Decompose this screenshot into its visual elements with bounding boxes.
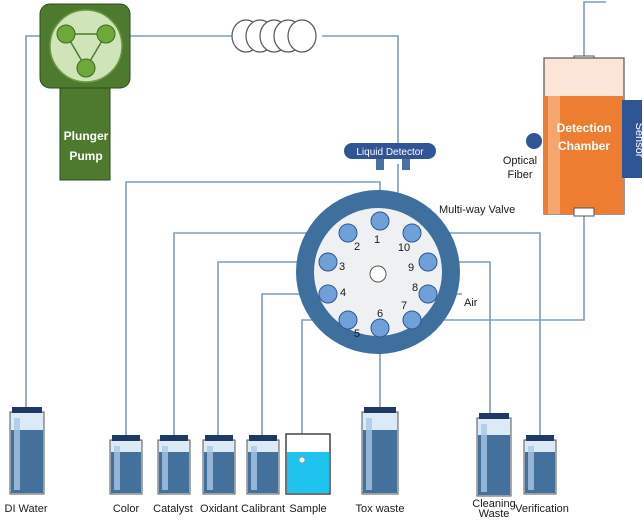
- tube-chamber-top: [583, 1, 606, 58]
- tube-coil-to-detector: [322, 35, 399, 148]
- valve-port-label-10: 10: [398, 242, 410, 254]
- valve-center-port: [369, 265, 387, 283]
- valve-title: Multi-way Valve: [439, 204, 515, 216]
- tube-oxidant: [217, 261, 328, 440]
- coil: [231, 19, 317, 53]
- pump-label-2: Pump: [69, 149, 102, 163]
- bottle-color: [109, 435, 143, 495]
- pump-roller-2: [96, 24, 116, 44]
- liquid-detector-box: [344, 143, 436, 159]
- tube-verification: [412, 232, 541, 440]
- label-color: Color: [113, 503, 140, 515]
- pump-roller-1: [56, 24, 76, 44]
- valve-port-7: [402, 310, 422, 330]
- optical-fiber-dot: [526, 133, 542, 149]
- valve-port-label-6: 6: [377, 308, 383, 320]
- label-oxidant: Oxidant: [200, 503, 238, 515]
- label-calibrant: Calibrant: [241, 503, 285, 515]
- valve-port-label-1: 1: [374, 234, 380, 246]
- bottle-di-water: [9, 407, 45, 495]
- optical-fiber-label-2: Fiber: [507, 169, 532, 181]
- bottle-catalyst: [157, 435, 191, 495]
- bottle-tox-waste: [361, 407, 399, 495]
- valve-port-1: [370, 211, 390, 231]
- label-catalyst: Catalyst: [153, 503, 193, 515]
- label-cleaning-waste-2: Waste: [479, 508, 510, 520]
- bottles: [9, 407, 557, 497]
- tube-detection: [412, 212, 585, 321]
- tube-di-water: [25, 35, 56, 412]
- valve-port-3: [318, 252, 338, 272]
- bottle-verification: [523, 435, 557, 495]
- sensor-box: [622, 100, 642, 178]
- tube-color: [125, 181, 381, 440]
- pump-roller-3: [76, 58, 96, 78]
- valve-port-9: [418, 252, 438, 272]
- chamber-label-2: Chamber: [558, 139, 610, 153]
- valve-port-10: [402, 223, 422, 243]
- valve-port-label-2: 2: [354, 241, 360, 253]
- valve-port-label-3: 3: [339, 261, 345, 273]
- label-verification: Verification: [515, 503, 569, 515]
- liquid-detector-label: Liquid Detector: [356, 147, 424, 158]
- valve-port-label-4: 4: [340, 287, 346, 299]
- pump-body: [59, 85, 111, 181]
- valve-port-label-5: 5: [354, 328, 360, 340]
- tube-catalyst: [173, 232, 348, 440]
- air-label: Air: [464, 297, 478, 309]
- sample-liquid: [287, 452, 329, 493]
- bottle-cleaning-waste: [476, 413, 512, 497]
- valve-port-6: [370, 318, 390, 338]
- valve-port-5: [338, 310, 358, 330]
- optical-fiber-label-1: Optical: [503, 155, 537, 167]
- chamber-bottom-fitting: [573, 207, 595, 217]
- valve-port-label-9: 9: [408, 262, 414, 274]
- chamber-label-1: Detection: [557, 121, 612, 135]
- label-tox-waste: Tox waste: [356, 503, 405, 515]
- valve-port-8: [418, 284, 438, 304]
- bottle-calibrant: [246, 435, 280, 495]
- valve-port-label-8: 8: [412, 282, 418, 294]
- sample-beaker: [285, 433, 331, 495]
- detection-chamber: Sensor Detection Chamber Optical Fiber: [503, 55, 643, 217]
- sensor-label: Sensor: [633, 123, 643, 158]
- valve-port-2: [338, 223, 358, 243]
- label-di-water: DI Water: [5, 503, 48, 515]
- plunger-pump: Plunger Pump: [39, 3, 131, 181]
- label-cleaning-waste-1: Cleaning: [472, 498, 515, 510]
- label-sample: Sample: [289, 503, 326, 515]
- liquid-detector: Liquid Detector: [344, 143, 436, 170]
- valve-port-4: [318, 284, 338, 304]
- bottle-oxidant: [202, 435, 236, 495]
- pump-label-1: Plunger: [64, 129, 109, 143]
- valve-port-label-7: 7: [401, 300, 407, 312]
